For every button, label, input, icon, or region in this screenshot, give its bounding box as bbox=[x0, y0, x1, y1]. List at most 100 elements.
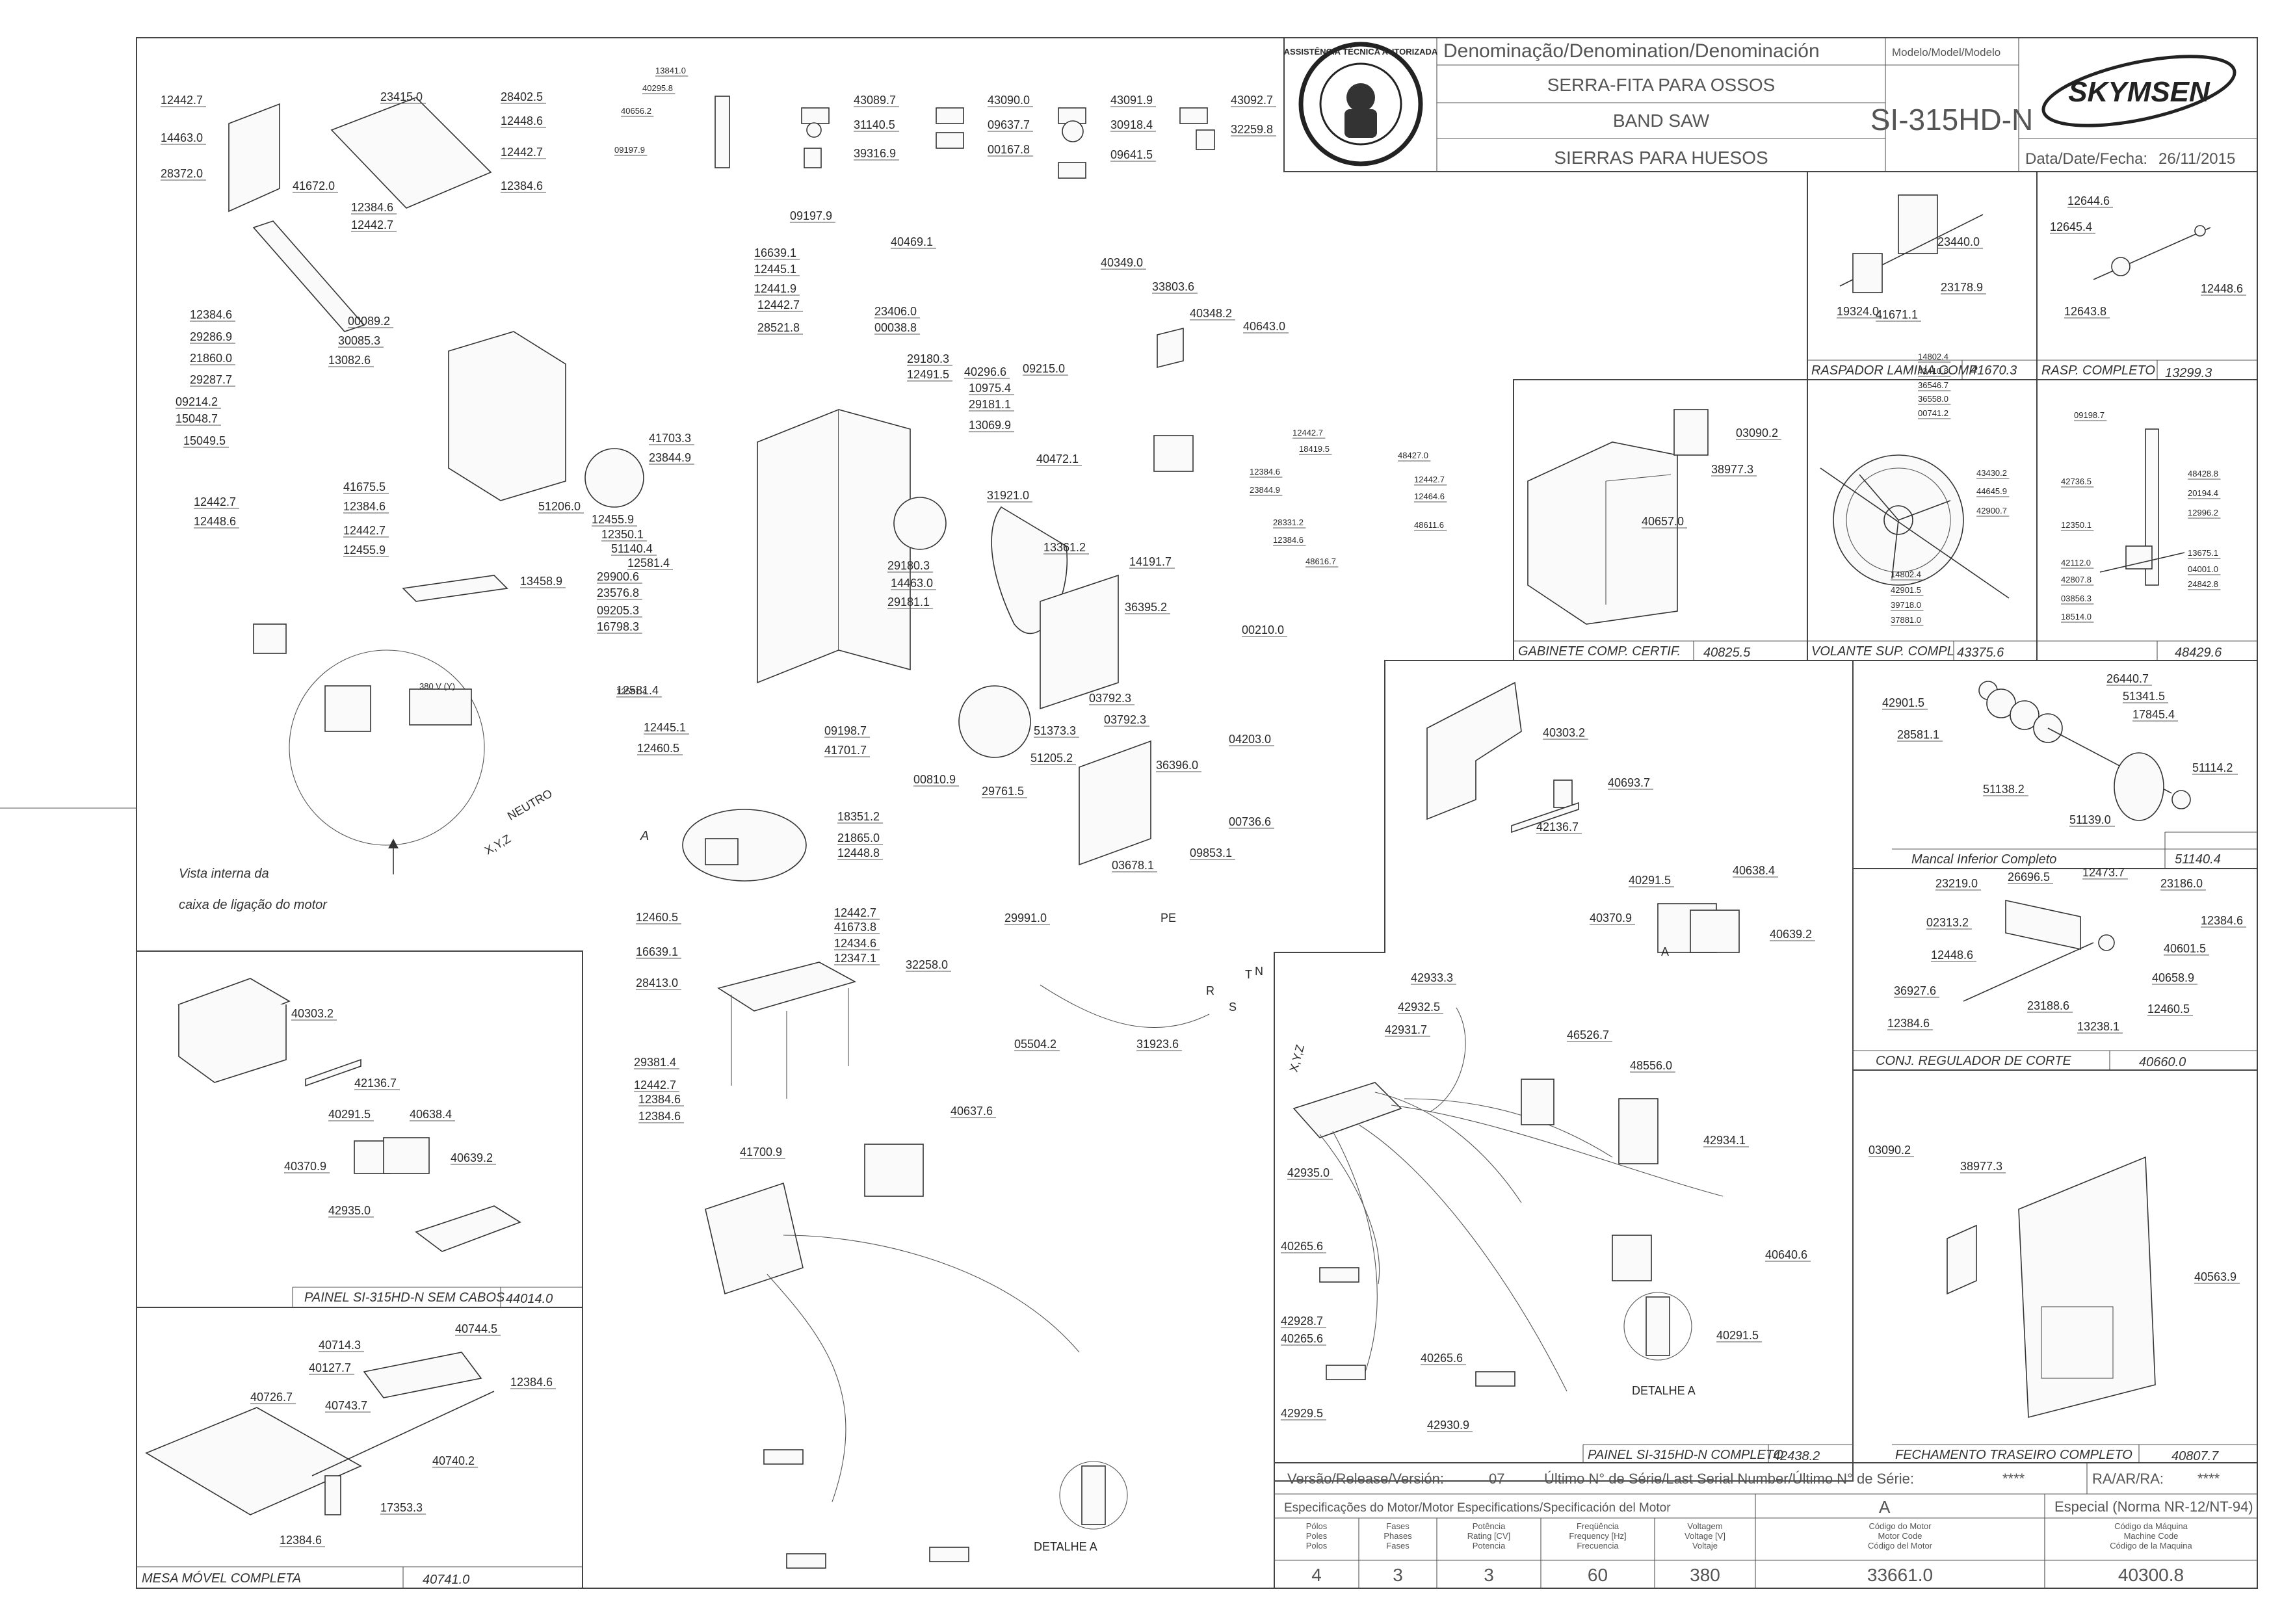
machine-name-es: SIERRAS PARA HUESOS bbox=[1554, 148, 1768, 168]
part-number-label: 00038.8 bbox=[874, 321, 917, 334]
spec-col-header: Voltaje bbox=[1692, 1541, 1718, 1551]
title-block: ASSISTÊNCIA TÉCNICA AUTORIZADA Denominaç… bbox=[1283, 37, 2258, 172]
part-number-label: 24842.8 bbox=[2188, 579, 2218, 589]
guia-code: 48429.6 bbox=[2175, 646, 2222, 660]
part-number-label: 13458.9 bbox=[520, 575, 562, 588]
part-number-label: 39316.9 bbox=[854, 147, 896, 160]
date-value: 26/11/2015 bbox=[2158, 150, 2235, 168]
part-number-label: 42935.0 bbox=[1287, 1166, 1330, 1179]
part-number-label: 17353.3 bbox=[380, 1501, 423, 1514]
part-number-label: 09198.7 bbox=[2074, 410, 2105, 420]
part-number-label: 40265.6 bbox=[1281, 1332, 1323, 1345]
part-number-label: 42933.3 bbox=[1411, 971, 1453, 984]
part-number-label: 02313.2 bbox=[1926, 916, 1969, 929]
part-number-label: 12384.6 bbox=[343, 500, 386, 513]
pe-label: PE bbox=[1161, 911, 1176, 924]
part-number-label: 51373.3 bbox=[1034, 724, 1076, 737]
date-label: Data/Date/Fecha: bbox=[2025, 150, 2147, 168]
part-number-label: 12384.6 bbox=[638, 1110, 681, 1123]
painel-completo-code: 42438.2 bbox=[1773, 1449, 1820, 1463]
spec-col-header: Código da Máquina bbox=[2114, 1521, 2188, 1531]
part-number-label: 40714.3 bbox=[319, 1339, 361, 1352]
part-number-label: 03090.2 bbox=[1736, 426, 1778, 439]
part-number-label: 12384.6 bbox=[501, 179, 543, 192]
part-number-label: 28521.8 bbox=[757, 321, 800, 334]
part-number-label: 51139.0 bbox=[2069, 813, 2111, 826]
part-number-label: 12442.7 bbox=[634, 1079, 676, 1092]
part-number-label: 12643.8 bbox=[2064, 305, 2106, 318]
r-label: R bbox=[1206, 984, 1214, 997]
part-number-label: 28581.1 bbox=[1897, 728, 1939, 741]
part-number-label: 42934.1 bbox=[1703, 1134, 1746, 1147]
part-number-label: 26440.7 bbox=[2106, 672, 2149, 685]
part-number-label: 48428.8 bbox=[2188, 469, 2218, 478]
part-number-label: 42736.5 bbox=[2061, 477, 2092, 486]
rasp-completo-label: RASP. COMPLETO bbox=[2041, 363, 2155, 378]
model-header: Modelo/Model/Modelo bbox=[1892, 46, 2000, 59]
spec-col-header: Polos bbox=[1306, 1541, 1328, 1551]
main-assembly: 380 V (Y) NEUTRO X,Y,Z Vista interna da … bbox=[137, 96, 1263, 1588]
part-number-label: 18514.0 bbox=[2061, 612, 2092, 622]
part-number-label: 29180.3 bbox=[907, 352, 949, 365]
part-number-label: 42112.0 bbox=[2061, 558, 2091, 568]
part-number-label: 00741.2 bbox=[1918, 408, 1948, 418]
part-number-label: 40370.9 bbox=[1590, 911, 1632, 924]
part-number-label: 16639.1 bbox=[636, 945, 678, 958]
spec-col-header: Pólos bbox=[1306, 1521, 1328, 1531]
part-number-label: 46526.7 bbox=[1567, 1028, 1609, 1041]
part-number-label: 26696.5 bbox=[2008, 871, 2050, 884]
part-number-label: 00210.0 bbox=[1242, 623, 1284, 636]
detalhe-a-label-right: DETALHE A bbox=[1632, 1384, 1696, 1397]
part-number-label: 23406.0 bbox=[874, 305, 917, 318]
xyz-label-right: X,Y,Z bbox=[1287, 1043, 1307, 1073]
mesa-movel-label: MESA MÓVEL COMPLETA bbox=[142, 1571, 301, 1586]
part-number-label: 51140.4 bbox=[611, 542, 653, 555]
neutro-label: NEUTRO bbox=[505, 787, 555, 822]
release-label: Versão/Release/Versión: bbox=[1287, 1471, 1444, 1487]
part-number-label: 38977.3 bbox=[1960, 1160, 2002, 1173]
raspador-label: RASPADOR LAMINA COMP bbox=[1811, 363, 1978, 378]
part-number-label: 29181.1 bbox=[887, 596, 930, 609]
part-number-label: 12434.6 bbox=[834, 937, 876, 950]
spec-col-header: Frequency [Hz] bbox=[1569, 1531, 1626, 1541]
part-number-label: 12464.6 bbox=[1414, 491, 1445, 501]
part-number-label: 13361.2 bbox=[1043, 541, 1086, 554]
spec-col-value: 60 bbox=[1588, 1565, 1608, 1585]
part-number-label: 20194.4 bbox=[2188, 488, 2218, 498]
part-number-label: 40638.4 bbox=[1733, 864, 1775, 877]
serial-value: **** bbox=[2002, 1471, 2025, 1487]
painel-sem-cabos-box: PAINEL SI-315HD-N SEM CABOS 44014.0 bbox=[136, 950, 583, 1308]
part-number-label: 23178.9 bbox=[1941, 281, 1983, 294]
part-number-label: 42136.7 bbox=[354, 1077, 397, 1090]
part-number-label: 42900.7 bbox=[1976, 506, 2007, 516]
part-number-label: 12491.5 bbox=[907, 368, 949, 381]
part-number-label: 16639.1 bbox=[754, 246, 796, 259]
part-number-label: 36927.6 bbox=[1894, 984, 1936, 997]
part-number-label: 40657.0 bbox=[1642, 515, 1684, 528]
part-number-label: 40637.6 bbox=[951, 1105, 993, 1118]
part-number-label: 51114.2 bbox=[2192, 761, 2233, 774]
part-number-label: 39718.0 bbox=[1891, 600, 1921, 610]
part-number-label: 51138.2 bbox=[1983, 783, 2025, 796]
s-label: S bbox=[1229, 1001, 1237, 1014]
part-number-label: 12644.6 bbox=[2067, 194, 2110, 207]
part-number-label: 12581.4 bbox=[616, 687, 647, 696]
part-number-label: 41671.1 bbox=[1876, 308, 1918, 321]
part-number-label: 40265.6 bbox=[1281, 1240, 1323, 1253]
part-number-label: 12445.1 bbox=[754, 263, 796, 276]
part-number-label: 12460.5 bbox=[637, 742, 679, 755]
part-number-label: 23844.9 bbox=[1250, 485, 1280, 495]
part-number-label: 36395.2 bbox=[1125, 601, 1167, 614]
regulador-box: CONJ. REGULADOR DE CORTE 40660.0 bbox=[1852, 868, 2258, 1071]
part-number-label: 14463.0 bbox=[161, 131, 203, 144]
part-number-label: 23188.6 bbox=[2027, 999, 2069, 1012]
painel-completo-label: PAINEL SI-315HD-N COMPLETO bbox=[1588, 1448, 1783, 1462]
seal-text: ASSISTÊNCIA TÉCNICA AUTORIZADA bbox=[1284, 47, 1438, 57]
part-number-label: 23186.0 bbox=[2160, 877, 2203, 890]
part-number-label: 31921.0 bbox=[987, 489, 1029, 502]
part-number-label: 43090.0 bbox=[988, 94, 1030, 107]
part-number-label: 12384.6 bbox=[510, 1376, 553, 1389]
part-number-label: 12455.9 bbox=[343, 544, 386, 557]
part-number-label: 03678.1 bbox=[1112, 859, 1154, 872]
